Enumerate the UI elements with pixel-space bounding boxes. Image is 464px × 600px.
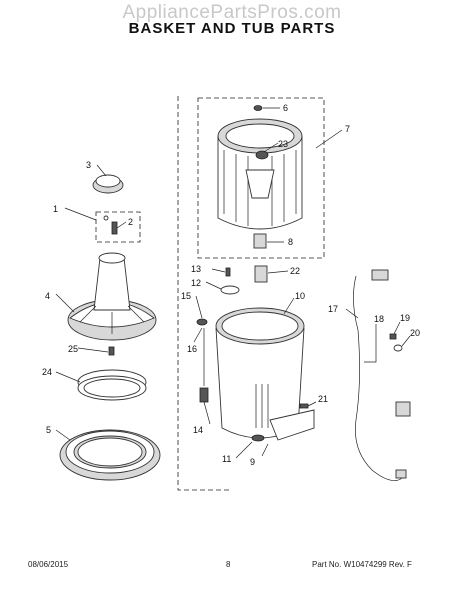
footer-date: 08/06/2015 bbox=[28, 560, 69, 569]
callout-10: 10 bbox=[295, 291, 305, 301]
callout-14: 14 bbox=[193, 425, 203, 435]
callout-6: 6 bbox=[283, 103, 288, 113]
callout-22: 22 bbox=[290, 266, 300, 276]
callout-1: 1 bbox=[53, 204, 58, 214]
callout-2: 2 bbox=[128, 217, 133, 227]
part-18-hose[interactable] bbox=[364, 332, 377, 363]
part-21-screw[interactable] bbox=[299, 403, 309, 409]
part-10-outer-tub[interactable] bbox=[215, 307, 315, 441]
callout-3: 3 bbox=[86, 160, 91, 170]
part-2-screw[interactable] bbox=[111, 221, 118, 235]
part-25-washer[interactable] bbox=[108, 346, 115, 356]
callout-19: 19 bbox=[400, 313, 410, 323]
callout-5: 5 bbox=[46, 425, 51, 435]
part-11-seal[interactable] bbox=[251, 434, 265, 442]
callout-9: 9 bbox=[250, 457, 255, 467]
part-24-ring[interactable] bbox=[77, 369, 147, 401]
callout-7: 7 bbox=[345, 124, 350, 134]
cap-group-box bbox=[95, 211, 141, 243]
callout-17: 17 bbox=[328, 304, 338, 314]
part-7-basket[interactable] bbox=[217, 118, 303, 230]
footer-part-number: Part No. W10474299 Rev. F bbox=[312, 560, 412, 569]
callout-15: 15 bbox=[181, 291, 191, 301]
basket-connector-line bbox=[177, 96, 232, 491]
part-5-tub-ring[interactable] bbox=[59, 429, 161, 481]
callout-4: 4 bbox=[45, 291, 50, 301]
part-12-bracket[interactable] bbox=[220, 285, 240, 295]
footer-page-number: 8 bbox=[226, 560, 231, 569]
part-13-screw[interactable] bbox=[225, 267, 231, 277]
callout-13: 13 bbox=[191, 264, 201, 274]
part-8-coupling[interactable] bbox=[253, 233, 267, 249]
callout-21: 21 bbox=[318, 394, 328, 404]
basket-group-box bbox=[197, 97, 325, 259]
part-6-nut[interactable] bbox=[253, 105, 263, 111]
part-17-wire-harness[interactable] bbox=[353, 269, 411, 481]
part-20-clamp[interactable] bbox=[393, 344, 403, 352]
part-15-grommet[interactable] bbox=[196, 318, 208, 326]
part-4-impeller[interactable] bbox=[67, 252, 157, 341]
part-1-cap-assembly[interactable] bbox=[103, 215, 109, 221]
part-3-agitator-cap[interactable] bbox=[92, 174, 124, 194]
part-14-fitting[interactable] bbox=[199, 387, 209, 403]
callout-20: 20 bbox=[410, 328, 420, 338]
watermark: AppliancePartsPros.com bbox=[122, 2, 342, 23]
callout-11: 11 bbox=[222, 454, 231, 464]
page-title: BASKET AND TUB PARTS bbox=[128, 20, 336, 37]
callout-18: 18 bbox=[374, 314, 384, 324]
part-19-clip[interactable] bbox=[389, 333, 397, 340]
part-23-hub[interactable] bbox=[255, 150, 269, 160]
callout-25: 25 bbox=[68, 344, 78, 354]
callout-12: 12 bbox=[191, 278, 201, 288]
callout-16: 16 bbox=[187, 344, 197, 354]
callout-23: 23 bbox=[278, 139, 288, 149]
callout-8: 8 bbox=[288, 237, 293, 247]
callout-24: 24 bbox=[42, 367, 52, 377]
part-22-bearing[interactable] bbox=[254, 265, 268, 283]
